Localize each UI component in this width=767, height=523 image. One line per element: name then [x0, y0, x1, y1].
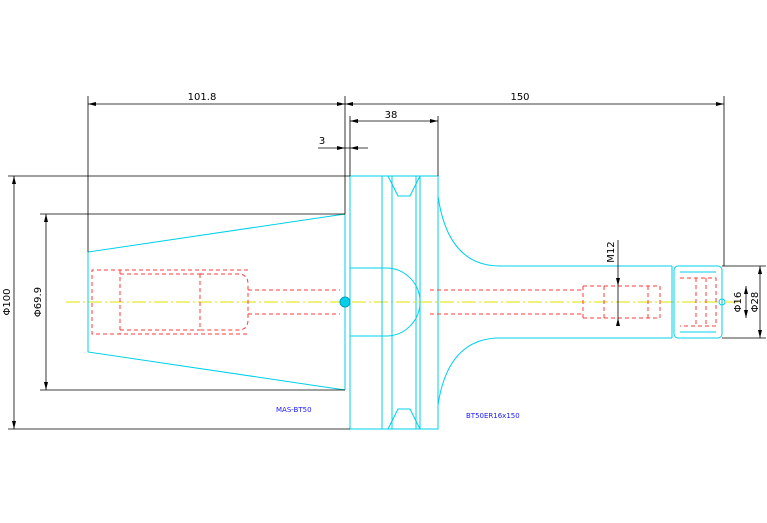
body-neck	[430, 195, 673, 406]
dim-gauge-diameter: Φ69.9	[33, 287, 44, 317]
dim-overall-diameter: Φ100	[2, 289, 13, 316]
dim-flange-width: 38	[385, 110, 398, 121]
dim-collet-bore: Φ16	[733, 292, 744, 313]
dim-thread: M12	[606, 241, 617, 262]
dim-collet-outer: Φ28	[750, 292, 761, 313]
label-left-part: MAS-BT50	[276, 406, 312, 414]
center-marker	[339, 296, 351, 308]
dim-taper-length: 101.8	[188, 92, 217, 103]
dim-flange-to-end: 150	[510, 92, 529, 103]
collet-nut	[673, 265, 726, 339]
dimensions	[8, 96, 766, 430]
flange	[349, 175, 439, 430]
label-right-part: BT50ER16x150	[466, 412, 520, 420]
dim-gap: 3	[319, 136, 325, 147]
